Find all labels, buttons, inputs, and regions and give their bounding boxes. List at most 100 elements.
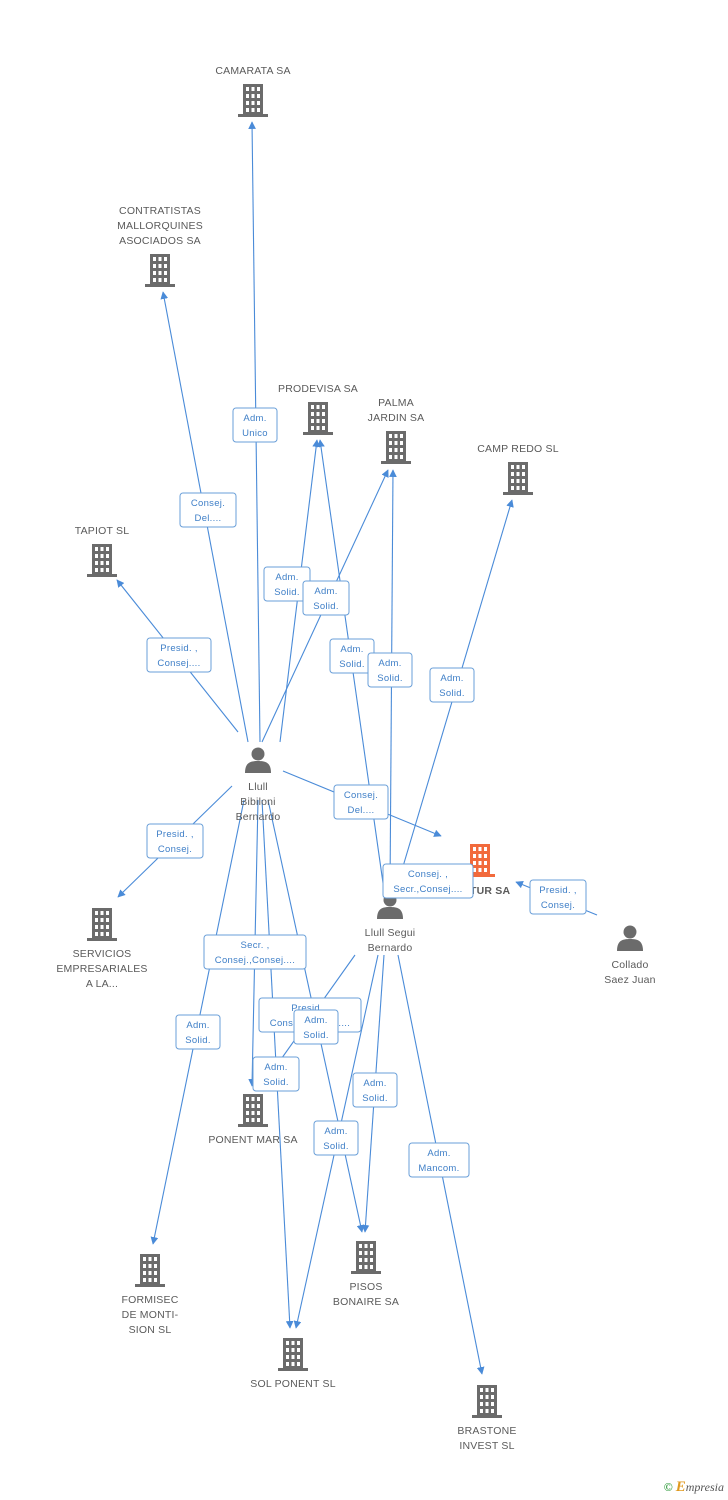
relation-text: Solid. [185, 1035, 211, 1046]
relation-label-r_solid_a[interactable]: Adm.Solid. [293, 1009, 339, 1045]
relation-text: Presid. , [160, 643, 198, 654]
building-icon[interactable] [135, 1254, 165, 1287]
building-icon[interactable] [278, 1338, 308, 1371]
relation-label-r_presid_collado[interactable]: Presid. ,Consej. [529, 879, 587, 915]
relation-box[interactable] [429, 667, 475, 703]
node-label: Llull Segui [365, 927, 416, 939]
node-focus[interactable]: TUR SA [465, 844, 511, 897]
node-camarata[interactable]: CAMARATA SA [215, 65, 290, 117]
edges-layer [116, 121, 598, 1375]
node-label: CAMP REDO SL [477, 443, 559, 455]
relation-label-r_solid_seg_palma[interactable]: Adm. Solid. [367, 652, 413, 688]
relation-label-r_solid_ponent[interactable]: Adm.Solid. [252, 1056, 300, 1092]
relation-box[interactable] [232, 407, 278, 443]
relation-text: Adm. [275, 572, 298, 583]
relation-text: Adm. [314, 586, 337, 597]
relation-label-r_solid_formisec[interactable]: Adm. Solid. [175, 1014, 221, 1050]
building-icon[interactable] [87, 544, 117, 577]
node-ponent[interactable]: PONENT MAR SA [208, 1094, 297, 1146]
building-icon[interactable] [503, 462, 533, 495]
relation-box[interactable] [352, 1072, 398, 1108]
node-label: MALLORQUINES [117, 220, 203, 232]
relation-box[interactable] [529, 879, 587, 915]
node-label: TAPIOT SL [75, 525, 130, 537]
relation-text: Solid. [274, 587, 300, 598]
relation-text: Del.... [348, 805, 375, 816]
node-label: Collado [611, 959, 648, 971]
node-label: Bernardo [368, 942, 413, 954]
relation-box[interactable] [203, 934, 307, 970]
relation-text: Adm. [186, 1020, 209, 1031]
relation-text: Solid. [377, 673, 403, 684]
building-icon[interactable] [145, 254, 175, 287]
relation-box[interactable] [313, 1120, 359, 1156]
node-prodevisa[interactable]: PRODEVISA SA [278, 383, 358, 435]
relation-label-r_mancom[interactable]: Adm.Mancom. [408, 1142, 470, 1178]
relation-text: Consej.,Consej.... [215, 955, 295, 966]
relation-label-r_presid_tapiot[interactable]: Presid. , Consej.... [146, 637, 212, 673]
building-icon[interactable] [381, 431, 411, 464]
relation-label-r_solid_camp[interactable]: Adm. Solid. [429, 667, 475, 703]
relation-text: Adm. [363, 1078, 386, 1089]
relation-label-r_solid_seg_prod[interactable]: Adm. Solid. [329, 638, 375, 674]
relation-label-r_consej_del_focus[interactable]: Consej.Del.... [333, 784, 389, 820]
node-campredo[interactable]: CAMP REDO SL [477, 443, 559, 495]
relation-box[interactable] [333, 784, 389, 820]
relation-label-r_solid_prod[interactable]: Adm. Solid. [263, 566, 311, 602]
relation-box[interactable] [179, 492, 237, 528]
relation-box[interactable] [146, 637, 212, 673]
empresia-logo-text: mpresia [685, 1480, 724, 1494]
brand-footer: © Empresia [664, 1479, 724, 1496]
person-icon[interactable] [245, 747, 271, 774]
relation-label-r_solid_palma[interactable]: Adm.Solid. [302, 580, 350, 616]
person-icon[interactable] [617, 925, 643, 952]
node-label: PALMA [378, 397, 414, 409]
building-icon[interactable] [303, 402, 333, 435]
building-icon[interactable] [351, 1241, 381, 1274]
relation-text: Adm. [440, 673, 463, 684]
node-label: BRASTONE [457, 1425, 516, 1437]
node-solponent[interactable]: SOL PONENT SL [250, 1338, 336, 1390]
relation-box[interactable] [293, 1009, 339, 1045]
relation-text: Adm. [378, 658, 401, 669]
relation-label-r_solid_sol[interactable]: Adm.Solid. [313, 1120, 359, 1156]
relation-label-r_consej_del_top[interactable]: Consej.Del.... [179, 492, 237, 528]
relation-text: Solid. [439, 688, 465, 699]
building-icon[interactable] [238, 1094, 268, 1127]
relation-box[interactable] [146, 823, 204, 859]
building-icon[interactable] [87, 908, 117, 941]
relation-label-r_secr_ponent[interactable]: Secr. ,Consej.,Consej.... [203, 934, 307, 970]
node-label: TUR SA [470, 885, 511, 897]
building-icon[interactable] [472, 1385, 502, 1418]
relation-text: Consej.... [157, 658, 200, 669]
relation-label-r_unico[interactable]: Adm.Unico [232, 407, 278, 443]
relation-box[interactable] [252, 1056, 300, 1092]
relation-box[interactable] [175, 1014, 221, 1050]
node-tapiot[interactable]: TAPIOT SL [75, 525, 130, 577]
relation-label-r_solid_pisos[interactable]: Adm.Solid. [352, 1072, 398, 1108]
relation-box[interactable] [382, 863, 474, 899]
node-label: SERVICIOS [73, 948, 132, 960]
relation-text: Consej. [541, 900, 575, 911]
relation-box[interactable] [367, 652, 413, 688]
node-label: SOL PONENT SL [250, 1378, 335, 1390]
relation-text: Adm. [340, 644, 363, 655]
node-label: CAMARATA SA [215, 65, 290, 77]
relation-text: Adm. [427, 1148, 450, 1159]
building-icon[interactable] [238, 84, 268, 117]
relation-label-r_presid_servicios[interactable]: Presid. ,Consej. [146, 823, 204, 859]
relation-text: Solid. [339, 659, 365, 670]
relation-label-r_consej_secr[interactable]: Consej. ,Secr.,Consej.... [382, 863, 474, 899]
relation-box[interactable] [408, 1142, 470, 1178]
relation-box[interactable] [302, 580, 350, 616]
